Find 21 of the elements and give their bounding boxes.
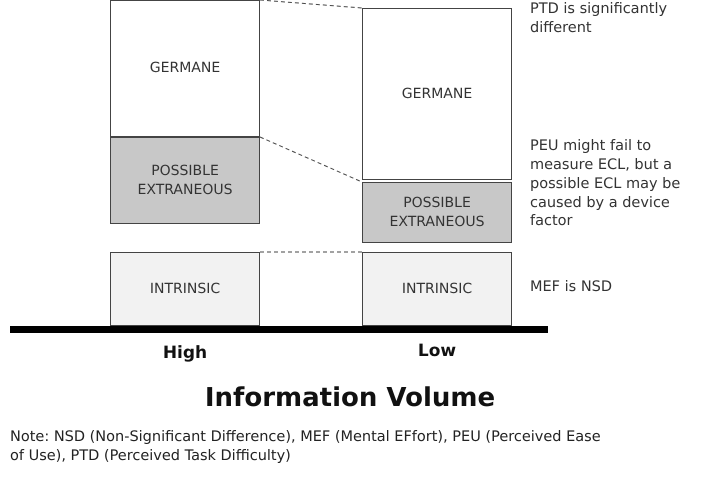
- dashed-connector: [260, 136, 362, 182]
- stacked-block: [110, 0, 260, 137]
- stacked-block: [362, 8, 512, 180]
- axis-title: Information Volume: [204, 382, 496, 415]
- dashed-connector: [260, 0, 362, 8]
- side-note: MEF is NSD: [530, 278, 614, 297]
- side-note: PEU might fail to measure ECL, but a possible ECL may be caused by a device factor: [530, 137, 682, 232]
- block-label: GERMANE: [148, 59, 222, 78]
- stacked-block: [362, 182, 512, 243]
- side-note: PTD is significantly different: [530, 0, 668, 38]
- stacked-block: [110, 137, 260, 224]
- block-label: INTRINSIC: [400, 280, 474, 298]
- axis-label: Low: [416, 340, 458, 362]
- block-label: POSSIBLE EXTRANEOUS: [136, 162, 234, 200]
- caption-note: Note: NSD (Non-Significant Difference), MEF (Mental EFfort), PEU (Perceived Ease of Use), PTD (Perceived Task Difficulty): [10, 428, 602, 466]
- stacked-block: [110, 252, 260, 326]
- axis-label: High: [162, 342, 208, 364]
- block-label: POSSIBLE EXTRANEOUS: [388, 194, 486, 232]
- block-label: GERMANE: [400, 84, 474, 104]
- block-label: INTRINSIC: [148, 280, 222, 298]
- stacked-block: [362, 252, 512, 326]
